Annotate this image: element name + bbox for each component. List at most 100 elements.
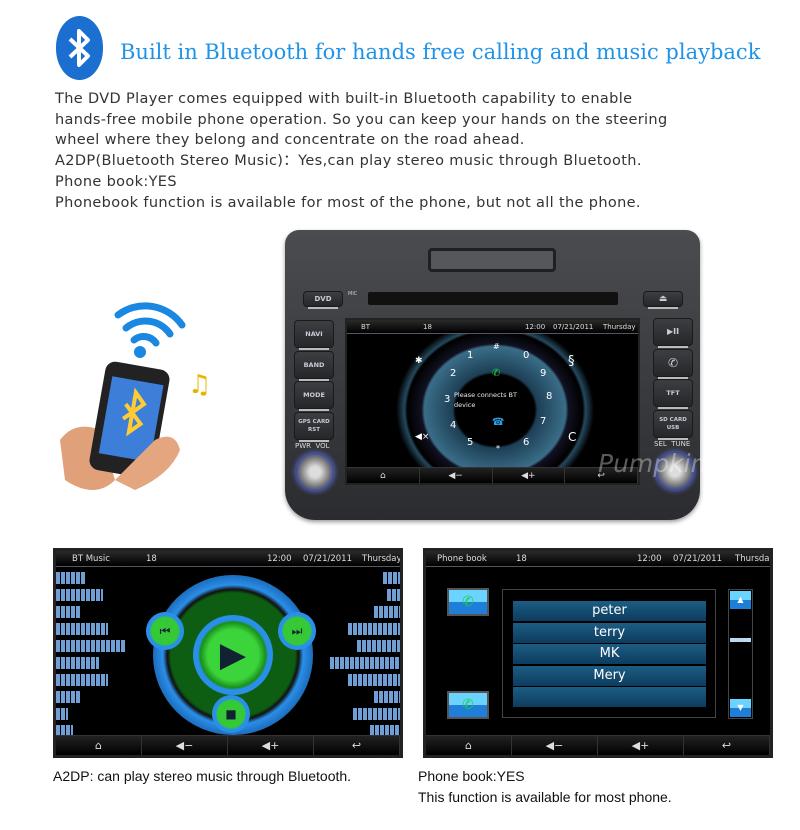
call-icon[interactable]: ✆ <box>492 368 501 379</box>
contact-item[interactable]: terry <box>513 623 706 643</box>
date: 07/21/2011 <box>673 554 722 564</box>
phone-button[interactable]: ✆ <box>653 349 693 379</box>
back-button[interactable]: ↩ <box>684 736 770 755</box>
equalizer-bar <box>56 708 68 720</box>
description-line: Phonebook function is available for most… <box>55 194 641 211</box>
equalizer-bar <box>56 572 86 584</box>
mic-label: MIC <box>348 291 358 297</box>
home-button[interactable]: ⌂ <box>56 736 142 755</box>
time: 12:00 <box>267 554 292 564</box>
caption-phonebook: Phone book:YES <box>418 768 525 784</box>
home-button[interactable]: ⌂ <box>347 468 420 483</box>
home-button[interactable]: ⌂ <box>426 736 512 755</box>
description: The DVD Player comes equipped with built… <box>55 89 775 213</box>
mode-label: Phone book <box>437 554 487 564</box>
volume-down-button[interactable]: ◀− <box>420 468 493 483</box>
phone-book-screen: Phone book 18 12:00 07/21/2011 Thursday … <box>423 548 773 758</box>
back-button[interactable]: ↩ <box>565 468 638 483</box>
sync-icon[interactable]: § <box>568 354 575 369</box>
dial-key[interactable]: 1 <box>467 350 474 361</box>
equalizer-bar <box>348 623 400 635</box>
gps-card-rst-button[interactable]: GPS CARD RST <box>294 412 334 442</box>
connect-message: Please connects BT device <box>454 391 517 409</box>
date: 07/21/2011 <box>553 323 594 331</box>
bt-music-screen: BT Music 18 12:00 07/21/2011 Thursday ▶ … <box>53 548 403 758</box>
dial-key[interactable]: 3 <box>444 394 451 405</box>
clear-key[interactable]: C <box>568 430 577 444</box>
bluetooth-settings-icon[interactable]: ✱ <box>415 356 423 366</box>
volume-up-button[interactable]: ◀+ <box>493 468 566 483</box>
music-note-icon: ♫ <box>188 370 212 400</box>
smartphone-in-hand-image <box>55 360 225 500</box>
contact-item[interactable] <box>513 687 706 707</box>
day: Thursday <box>362 554 402 564</box>
description-line: Phone book:YES <box>55 173 177 190</box>
next-button[interactable]: ⏭ <box>278 612 316 650</box>
back-button[interactable]: ↩ <box>314 736 400 755</box>
band-button[interactable]: BAND <box>294 351 334 381</box>
dial-key[interactable]: # <box>493 342 500 351</box>
equalizer-bar <box>383 572 400 584</box>
equalizer-bar <box>56 657 99 669</box>
previous-button[interactable]: ⏮ <box>146 612 184 650</box>
mode-label: BT <box>361 323 371 331</box>
equalizer-bar <box>56 725 73 737</box>
mode-button[interactable]: MODE <box>294 381 334 411</box>
dial-contact-button[interactable]: ✆ <box>447 588 489 616</box>
contact-item[interactable]: MK <box>513 644 706 664</box>
tune-knob[interactable] <box>656 452 694 490</box>
volume-down-button[interactable]: ◀− <box>142 736 228 755</box>
volume-up-button[interactable]: ◀+ <box>228 736 314 755</box>
dial-key[interactable]: 5 <box>467 437 474 448</box>
dial-key[interactable]: 9 <box>540 368 547 379</box>
stop-button[interactable]: ■ <box>212 695 250 733</box>
download-contacts-button[interactable]: ✆ <box>447 691 489 719</box>
caption-phonebook-detail: This function is available for most phon… <box>418 789 672 805</box>
sd-card-usb-button[interactable]: SD CARD USB <box>653 410 693 440</box>
top-vent <box>428 248 556 272</box>
dial-ring <box>395 320 595 483</box>
equalizer-bar <box>374 691 400 703</box>
dial-key[interactable]: 2 <box>450 368 457 379</box>
caption-music: A2DP: can play stereo music through Blue… <box>53 768 352 784</box>
dial-key[interactable]: * <box>496 444 500 453</box>
equalizer-bar <box>56 623 108 635</box>
dial-key[interactable]: 0 <box>523 350 530 361</box>
dial-key[interactable]: 4 <box>450 420 457 431</box>
play-pause-button[interactable]: ▶II <box>653 318 693 348</box>
scrollbar[interactable]: ▲ ▼ <box>728 589 753 719</box>
watermark: Pumpkin <box>598 449 707 478</box>
time: 12:00 <box>637 554 662 564</box>
equalizer-bar <box>348 674 400 686</box>
equalizer-bar <box>56 589 103 601</box>
dial-key[interactable]: 8 <box>546 391 553 402</box>
status-bar: Phone book 18 12:00 07/21/2011 Thursday <box>426 551 770 567</box>
tft-button[interactable]: TFT <box>653 379 693 409</box>
volume-down-button[interactable]: ◀− <box>512 736 598 755</box>
scroll-down-button[interactable]: ▼ <box>730 699 751 717</box>
mute-icon[interactable]: ◀× <box>415 432 430 442</box>
description-line: wheel where they belong and concentrate … <box>55 132 525 149</box>
disc-slot <box>368 292 618 305</box>
dial-key[interactable]: 6 <box>523 437 530 448</box>
equalizer-bar <box>56 674 108 686</box>
dial-key[interactable]: 7 <box>540 416 547 427</box>
contact-item[interactable]: Mery <box>513 666 706 686</box>
scroll-up-button[interactable]: ▲ <box>730 591 751 609</box>
description-line: A2DP(Bluetooth Stereo Music)：Yes,can pla… <box>55 153 642 170</box>
time: 12:00 <box>525 323 546 331</box>
hangup-icon[interactable]: ☎ <box>492 417 505 428</box>
status-bar: BT 18 12:00 07/21/2011 Thursday <box>347 320 638 334</box>
navi-button[interactable]: NAVI <box>294 320 334 350</box>
bottom-toolbar: ⌂ ◀− ◀+ ↩ <box>56 735 400 755</box>
eject-button[interactable]: ⏏ <box>643 291 683 309</box>
head-unit-screen: BT 18 12:00 07/21/2011 Thursday # 1 0 2 … <box>345 318 640 485</box>
scroll-thumb[interactable] <box>730 638 751 642</box>
play-button[interactable]: ▶ <box>193 615 273 695</box>
contact-item[interactable]: peter <box>513 601 706 621</box>
volume-knob[interactable] <box>296 453 334 491</box>
volume-up-button[interactable]: ◀+ <box>598 736 684 755</box>
dvd-button[interactable]: DVD <box>303 291 343 309</box>
equalizer-bar <box>357 640 400 652</box>
day: Thursday <box>735 554 773 564</box>
